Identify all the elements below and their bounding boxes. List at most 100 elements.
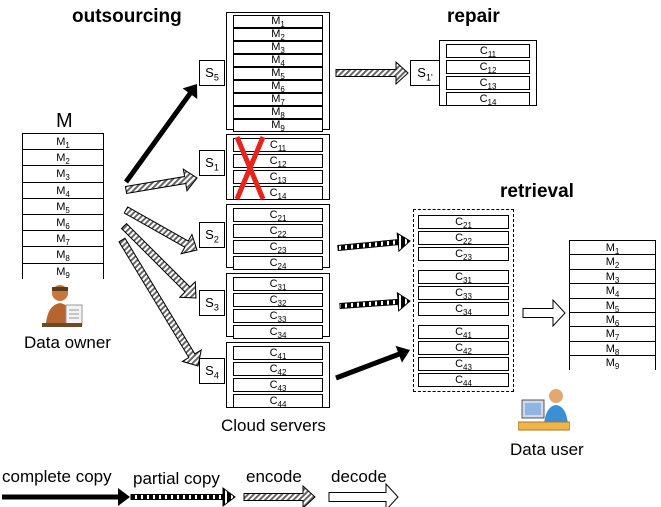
block-cell: M4	[233, 54, 323, 68]
block-label-base: C	[269, 187, 278, 199]
repaired-server-id-base: S	[417, 65, 426, 80]
block-label-base: C	[455, 248, 464, 260]
block-cell: M7	[233, 93, 323, 107]
block-label-base: C	[455, 326, 464, 338]
block-label-sub: 43	[463, 363, 472, 373]
block-label-base: C	[455, 342, 464, 354]
block-cell: M3	[233, 41, 323, 56]
block-label-base: M	[605, 314, 615, 326]
block-label-base: C	[455, 271, 464, 283]
legend-partial-copy-label: partial copy	[133, 469, 220, 488]
block-label-sub: 13	[277, 176, 287, 186]
block-label-sub: 1	[65, 141, 70, 151]
block-label-sub: 11	[277, 144, 287, 154]
block-cell: C13	[446, 76, 530, 92]
block-label-sub: 6	[614, 319, 620, 329]
heading-retrieval: retrieval	[500, 181, 574, 202]
server-id-base: S	[205, 295, 214, 310]
block-cell: C34	[233, 325, 323, 340]
block-cell: M1	[233, 15, 323, 30]
legend-complete-copy-arrow	[2, 488, 130, 506]
block-cell: M2	[233, 28, 323, 42]
block-label-base: C	[269, 225, 278, 237]
block-label-base: M	[271, 106, 281, 118]
cloud-servers-label: Cloud servers	[221, 416, 326, 435]
data-owner-icon	[40, 283, 84, 329]
block-label-sub: 33	[277, 315, 287, 325]
block-label-sub: 41	[463, 331, 472, 341]
block-label-sub: 8	[280, 111, 285, 121]
block-cell: M5	[233, 67, 323, 81]
block-label-sub: 5	[614, 304, 620, 314]
block-label-base: C	[269, 139, 278, 151]
block-cell: C33	[418, 286, 509, 301]
block-label-base: M	[56, 217, 66, 229]
block-label-sub: 3	[280, 46, 285, 56]
block-label-base: M	[605, 328, 615, 341]
block-label-base: C	[455, 374, 464, 386]
block-label-sub: 13	[487, 82, 497, 92]
block-cell: M3	[23, 166, 103, 183]
block-cell: C34	[418, 302, 509, 318]
server-id-base: S	[205, 363, 214, 378]
block-label-base: M	[271, 54, 281, 66]
arrow-decode-to-user	[522, 298, 566, 328]
arrow-encode-to-s2	[123, 206, 198, 255]
block-label-sub: 2	[65, 157, 70, 167]
block-label-base: M	[56, 249, 66, 262]
block-label-base: C	[479, 77, 488, 89]
block-cell: M5	[570, 298, 655, 314]
block-cell: C33	[233, 309, 323, 325]
block-label-sub: 44	[277, 400, 287, 410]
block-label-sub: 3	[65, 173, 70, 183]
block-cell: C24	[233, 256, 323, 271]
block-label-sub: 34	[463, 308, 472, 318]
block-label-sub: 41	[277, 352, 287, 362]
block-cell: C22	[233, 224, 323, 239]
block-label-sub: 12	[487, 66, 497, 76]
block-label-base: M	[605, 270, 615, 283]
block-label-base: M	[271, 80, 281, 92]
block-label-sub: 42	[463, 347, 472, 357]
repaired-server-label: S1'	[410, 60, 440, 86]
block-label-sub: 31	[277, 283, 287, 293]
block-label-sub: 44	[463, 379, 472, 389]
block-label-base: C	[269, 326, 278, 338]
server-label-s3: S3	[199, 290, 225, 316]
block-label-base: M	[56, 200, 66, 213]
server-id-base: S	[205, 65, 214, 80]
legend-encode-label: encode	[246, 467, 302, 486]
block-cell: C32	[233, 293, 323, 308]
block-label-base: M	[271, 119, 281, 131]
server-label-s5: S5	[199, 60, 225, 86]
block-label-sub: 6	[65, 222, 70, 232]
server-id-sub: 4	[213, 370, 219, 381]
block-cell: C31	[233, 277, 323, 293]
block-label-base: C	[269, 310, 278, 322]
block-label-base: M	[605, 242, 615, 254]
block-label-sub: 7	[614, 333, 620, 343]
block-cell: C21	[418, 215, 509, 231]
arrow-partial-copy-s2	[337, 232, 411, 253]
server-id-base: S	[205, 227, 214, 242]
heading-repair: repair	[447, 6, 500, 27]
block-cell: M8	[233, 106, 323, 121]
failure-x-icon	[234, 136, 266, 200]
block-label-base: C	[269, 363, 278, 375]
block-cell: M6	[23, 215, 103, 232]
block-cell: C23	[418, 247, 509, 262]
server-label-s1: S1	[199, 150, 225, 176]
server-id-sub: 2	[213, 234, 219, 245]
data-user-label: Data user	[510, 440, 584, 459]
block-cell: C43	[233, 378, 323, 393]
block-label-sub: 1	[280, 20, 285, 30]
block-label-sub: 21	[463, 221, 472, 231]
arrow-partial-copy-s3	[339, 291, 411, 312]
arrow-complete-copy-to-s5	[123, 84, 198, 184]
